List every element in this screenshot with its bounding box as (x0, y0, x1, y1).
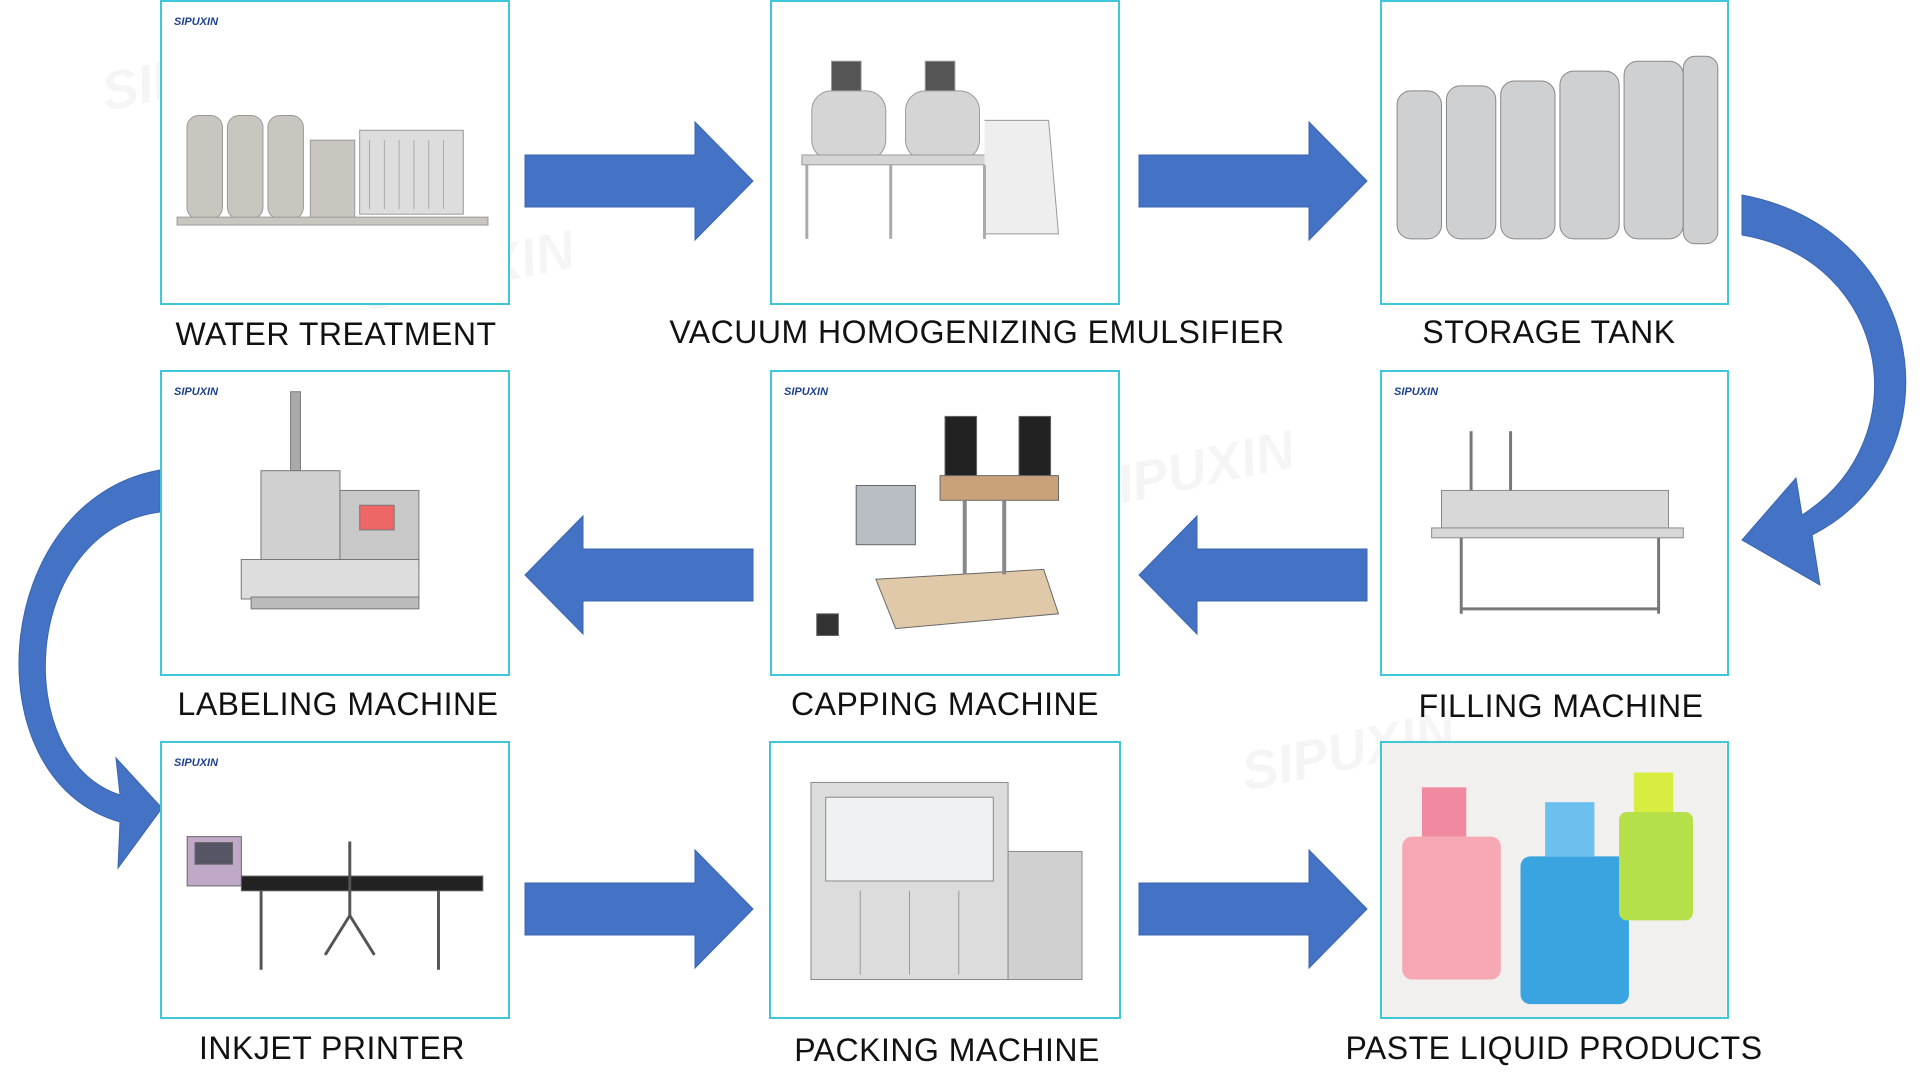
liquid-bottles-icon (1382, 743, 1727, 1017)
step-label: PACKING MACHINE (794, 1032, 1100, 1068)
step-storage-tank (1380, 0, 1729, 305)
step-emulsifier (770, 0, 1120, 305)
labeling-machine-icon (240, 391, 420, 610)
step-capping-machine: SIPUXIN (770, 370, 1120, 676)
step-label: VACUUM HOMOGENIZING EMULSIFIER (669, 314, 1285, 350)
step-label: CAPPING MACHINE (791, 686, 1099, 722)
arrow-left-1 (1138, 514, 1368, 636)
packing-machine-icon (810, 781, 1083, 981)
water-treatment-machine-icon (176, 114, 489, 226)
arrow-right-3 (524, 848, 754, 970)
step-label: WATER TREATMENT (175, 316, 497, 352)
step-water-treatment: SIPUXIN (160, 0, 510, 305)
step-inkjet-printer: SIPUXIN (160, 741, 510, 1019)
step-label: STORAGE TANK (1422, 314, 1676, 350)
brand-logo: SIPUXIN (174, 16, 219, 28)
brand-logo: SIPUXIN (174, 757, 219, 769)
arrow-right-2 (1138, 120, 1368, 242)
capping-machine-icon (816, 415, 1060, 637)
storage-tank-icon (1396, 55, 1719, 245)
step-label: PASTE LIQUID PRODUCTS (1345, 1030, 1763, 1066)
step-packing-machine (769, 741, 1121, 1019)
filling-machine-icon (1431, 431, 1684, 614)
inkjet-printer-icon (186, 836, 484, 970)
brand-logo: SIPUXIN (1394, 386, 1439, 398)
step-paste-liquid-products (1380, 741, 1729, 1019)
brand-logo: SIPUXIN (784, 386, 829, 398)
brand-logo: SIPUXIN (174, 386, 219, 398)
arrow-right-4 (1138, 848, 1368, 970)
step-label: INKJET PRINTER (199, 1030, 465, 1066)
step-label: FILLING MACHINE (1418, 688, 1704, 724)
step-labeling-machine: SIPUXIN (160, 370, 510, 676)
arrow-left-2 (524, 514, 754, 636)
step-label: LABELING MACHINE (177, 686, 499, 722)
arrow-curve-left (18, 469, 163, 870)
arrow-curve-right (1741, 194, 1907, 586)
emulsifier-machine-icon (801, 60, 1060, 239)
step-filling-machine: SIPUXIN (1380, 370, 1729, 676)
